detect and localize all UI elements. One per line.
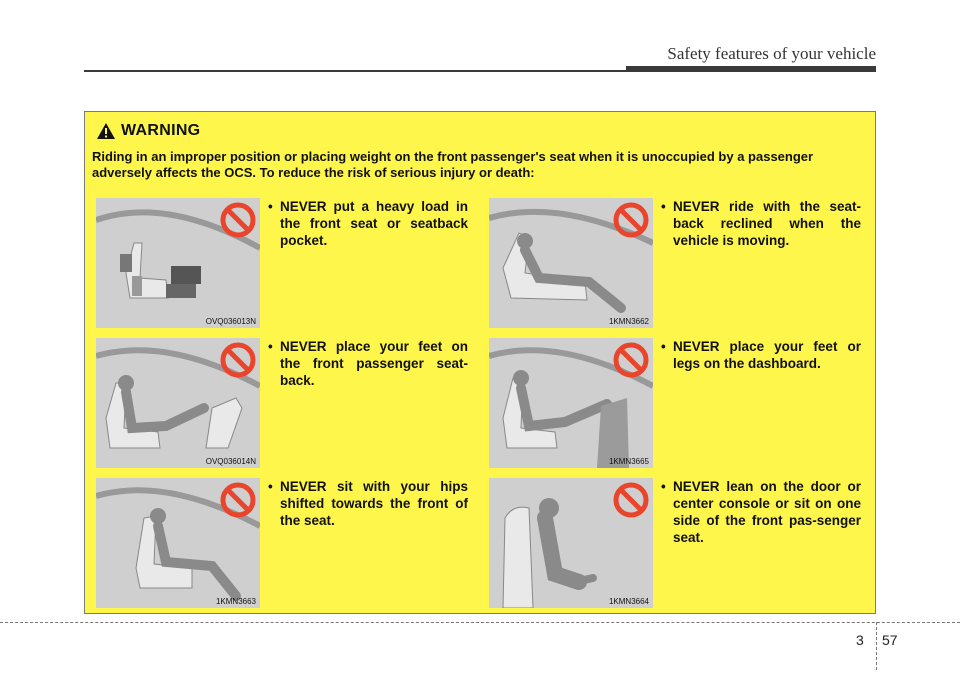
prohibition-icon	[220, 342, 256, 378]
illustration-feet-on-seatback: OVQ036014N	[96, 338, 260, 468]
header-rule	[84, 70, 876, 72]
bullet-icon: •	[268, 339, 273, 354]
page-number: 57	[882, 632, 898, 648]
warning-title: WARNING	[121, 122, 201, 139]
running-header: Safety features of your vehicle	[667, 44, 876, 63]
safety-item-text: • NEVER sit with your hips shifted towar…	[268, 478, 468, 529]
footer-divider	[876, 622, 877, 670]
bullet-icon: •	[661, 479, 666, 494]
footer-rule	[0, 622, 960, 623]
figure-code: 1KMN3662	[608, 317, 649, 326]
safety-item-text: • NEVER place your feet or legs on the d…	[661, 338, 861, 372]
warning-header: WARNING	[97, 122, 200, 140]
prohibition-icon	[220, 202, 256, 238]
figure-code: OVQ036013N	[205, 317, 256, 326]
safety-item: 1KMN3662 • NEVER ride with the seat-back…	[489, 198, 863, 328]
safety-item: 1KMN3664 • NEVER lean on the door or cen…	[489, 478, 863, 608]
illustration-hips-forward: 1KMN3663	[96, 478, 260, 608]
item-text: NEVER place your feet or legs on the das…	[673, 339, 861, 371]
item-text: NEVER sit with your hips shifted towards…	[280, 479, 468, 528]
safety-item-text: • NEVER put a heavy load in the front se…	[268, 198, 468, 249]
item-text: NEVER lean on the door or center console…	[673, 479, 861, 545]
illustration-leaning-on-door: 1KMN3664	[489, 478, 653, 608]
header-rule-accent	[626, 66, 876, 72]
bullet-icon: •	[268, 479, 273, 494]
figure-code: 1KMN3663	[215, 597, 256, 606]
illustration-reclined-seatback: 1KMN3662	[489, 198, 653, 328]
figure-code: 1KMN3665	[608, 457, 649, 466]
bullet-icon: •	[661, 199, 666, 214]
chapter-number: 3	[856, 632, 864, 648]
safety-item: OVQ036014N • NEVER place your feet on th…	[96, 338, 470, 468]
prohibition-icon	[613, 482, 649, 518]
safety-item-text: • NEVER place your feet on the front pas…	[268, 338, 468, 389]
item-text: NEVER ride with the seat-back reclined w…	[673, 199, 861, 248]
prohibition-icon	[613, 202, 649, 238]
warning-body: Riding in an improper position or placin…	[92, 149, 814, 180]
safety-item-text: • NEVER ride with the seat-back reclined…	[661, 198, 861, 249]
warning-panel: WARNING Riding in an improper position o…	[84, 111, 876, 614]
safety-item: OVQ036013N • NEVER put a heavy load in t…	[96, 198, 470, 328]
figure-code: 1KMN3664	[608, 597, 649, 606]
figure-code: OVQ036014N	[205, 457, 256, 466]
illustration-heavy-load: OVQ036013N	[96, 198, 260, 328]
prohibition-icon	[613, 342, 649, 378]
prohibition-icon	[220, 482, 256, 518]
bullet-icon: •	[268, 199, 273, 214]
item-text: NEVER put a heavy load in the front seat…	[280, 199, 468, 248]
illustration-feet-on-dashboard: 1KMN3665	[489, 338, 653, 468]
item-text: NEVER place your feet on the front passe…	[280, 339, 468, 388]
warning-triangle-icon	[97, 123, 115, 139]
safety-item: 1KMN3663 • NEVER sit with your hips shif…	[96, 478, 470, 608]
bullet-icon: •	[661, 339, 666, 354]
safety-item: 1KMN3665 • NEVER place your feet or legs…	[489, 338, 863, 468]
safety-item-text: • NEVER lean on the door or center conso…	[661, 478, 861, 546]
